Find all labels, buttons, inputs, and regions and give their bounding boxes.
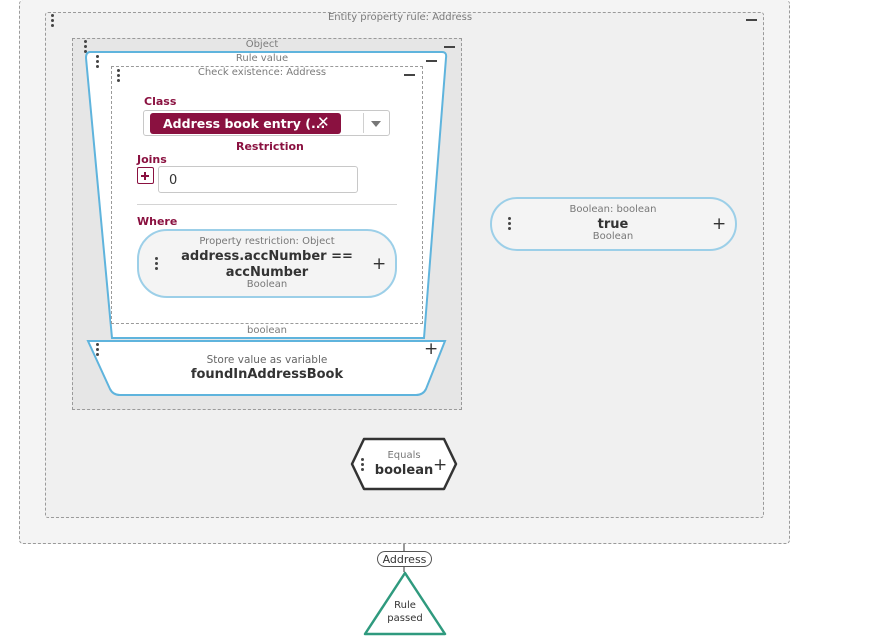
boolean-node-value: true — [597, 217, 629, 232]
boolean-node-title: Boolean: boolean — [569, 204, 657, 215]
close-icon[interactable]: ✕ — [317, 113, 330, 131]
boolean-node-menu-icon[interactable] — [507, 217, 511, 230]
joins-input-value: 0 — [169, 173, 178, 188]
boolean-node[interactable] — [490, 197, 737, 251]
property-restriction-node[interactable] — [137, 229, 397, 298]
rule-passed-frame — [363, 571, 447, 636]
class-chip-label: Address book entry (... — [163, 116, 326, 131]
equals-node-add-icon[interactable]: + — [433, 455, 448, 475]
object-block-title: Object — [245, 39, 279, 50]
check-existence-collapse-icon[interactable] — [404, 74, 415, 76]
entity-rule-collapse-icon[interactable] — [746, 19, 757, 21]
property-restriction-type: Boolean — [246, 279, 288, 290]
rule-passed-line2: passed — [387, 613, 423, 624]
store-variable-title: Store value as variable — [206, 354, 328, 366]
add-join-button[interactable] — [137, 167, 154, 184]
address-tag: Address — [377, 551, 432, 567]
rule-value-collapse-icon[interactable] — [426, 60, 437, 62]
rule-value-output-type: boolean — [247, 325, 287, 336]
joins-input[interactable]: 0 — [158, 166, 358, 193]
class-select-divider — [363, 113, 364, 133]
property-restriction-add-icon[interactable]: + — [372, 254, 387, 274]
where-label: Where — [137, 215, 178, 228]
chevron-down-icon[interactable] — [371, 121, 381, 127]
property-restriction-title: Property restriction: Object — [199, 236, 335, 247]
property-restriction-expression-line2: accNumber — [225, 265, 309, 280]
class-chip: Address book entry (... ✕ — [150, 113, 341, 134]
boolean-node-type: Boolean — [592, 231, 634, 242]
check-existence-menu-icon[interactable] — [116, 69, 120, 82]
rule-value-title: Rule value — [235, 53, 289, 64]
rule-passed-line1: Rule — [394, 600, 416, 611]
property-restriction-menu-icon[interactable] — [154, 257, 158, 270]
entity-rule-title: Entity property rule: Address — [327, 12, 473, 23]
equals-node-frame — [350, 437, 458, 491]
joins-label: Joins — [137, 153, 167, 166]
object-block-collapse-icon[interactable] — [444, 46, 455, 48]
store-variable-menu-icon[interactable] — [95, 343, 99, 356]
store-variable-add-icon[interactable]: + — [424, 339, 439, 359]
plus-icon-v — [144, 172, 146, 180]
entity-rule-menu-icon[interactable] — [50, 14, 54, 27]
object-block-menu-icon[interactable] — [83, 40, 87, 53]
boolean-node-add-icon[interactable]: + — [712, 214, 727, 234]
equals-node-menu-icon[interactable] — [360, 458, 364, 471]
class-label: Class — [144, 95, 177, 108]
equals-node-type: boolean — [374, 463, 434, 478]
rule-value-menu-icon[interactable] — [95, 55, 99, 68]
divider — [137, 204, 397, 205]
store-variable-name: foundInAddressBook — [190, 367, 344, 382]
restriction-label: Restriction — [236, 140, 304, 153]
equals-node-title: Equals — [387, 450, 421, 461]
check-existence-title: Check existence: Address — [197, 67, 327, 78]
property-restriction-expression-line1: address.accNumber == — [181, 249, 353, 264]
store-variable-frame — [86, 340, 447, 396]
